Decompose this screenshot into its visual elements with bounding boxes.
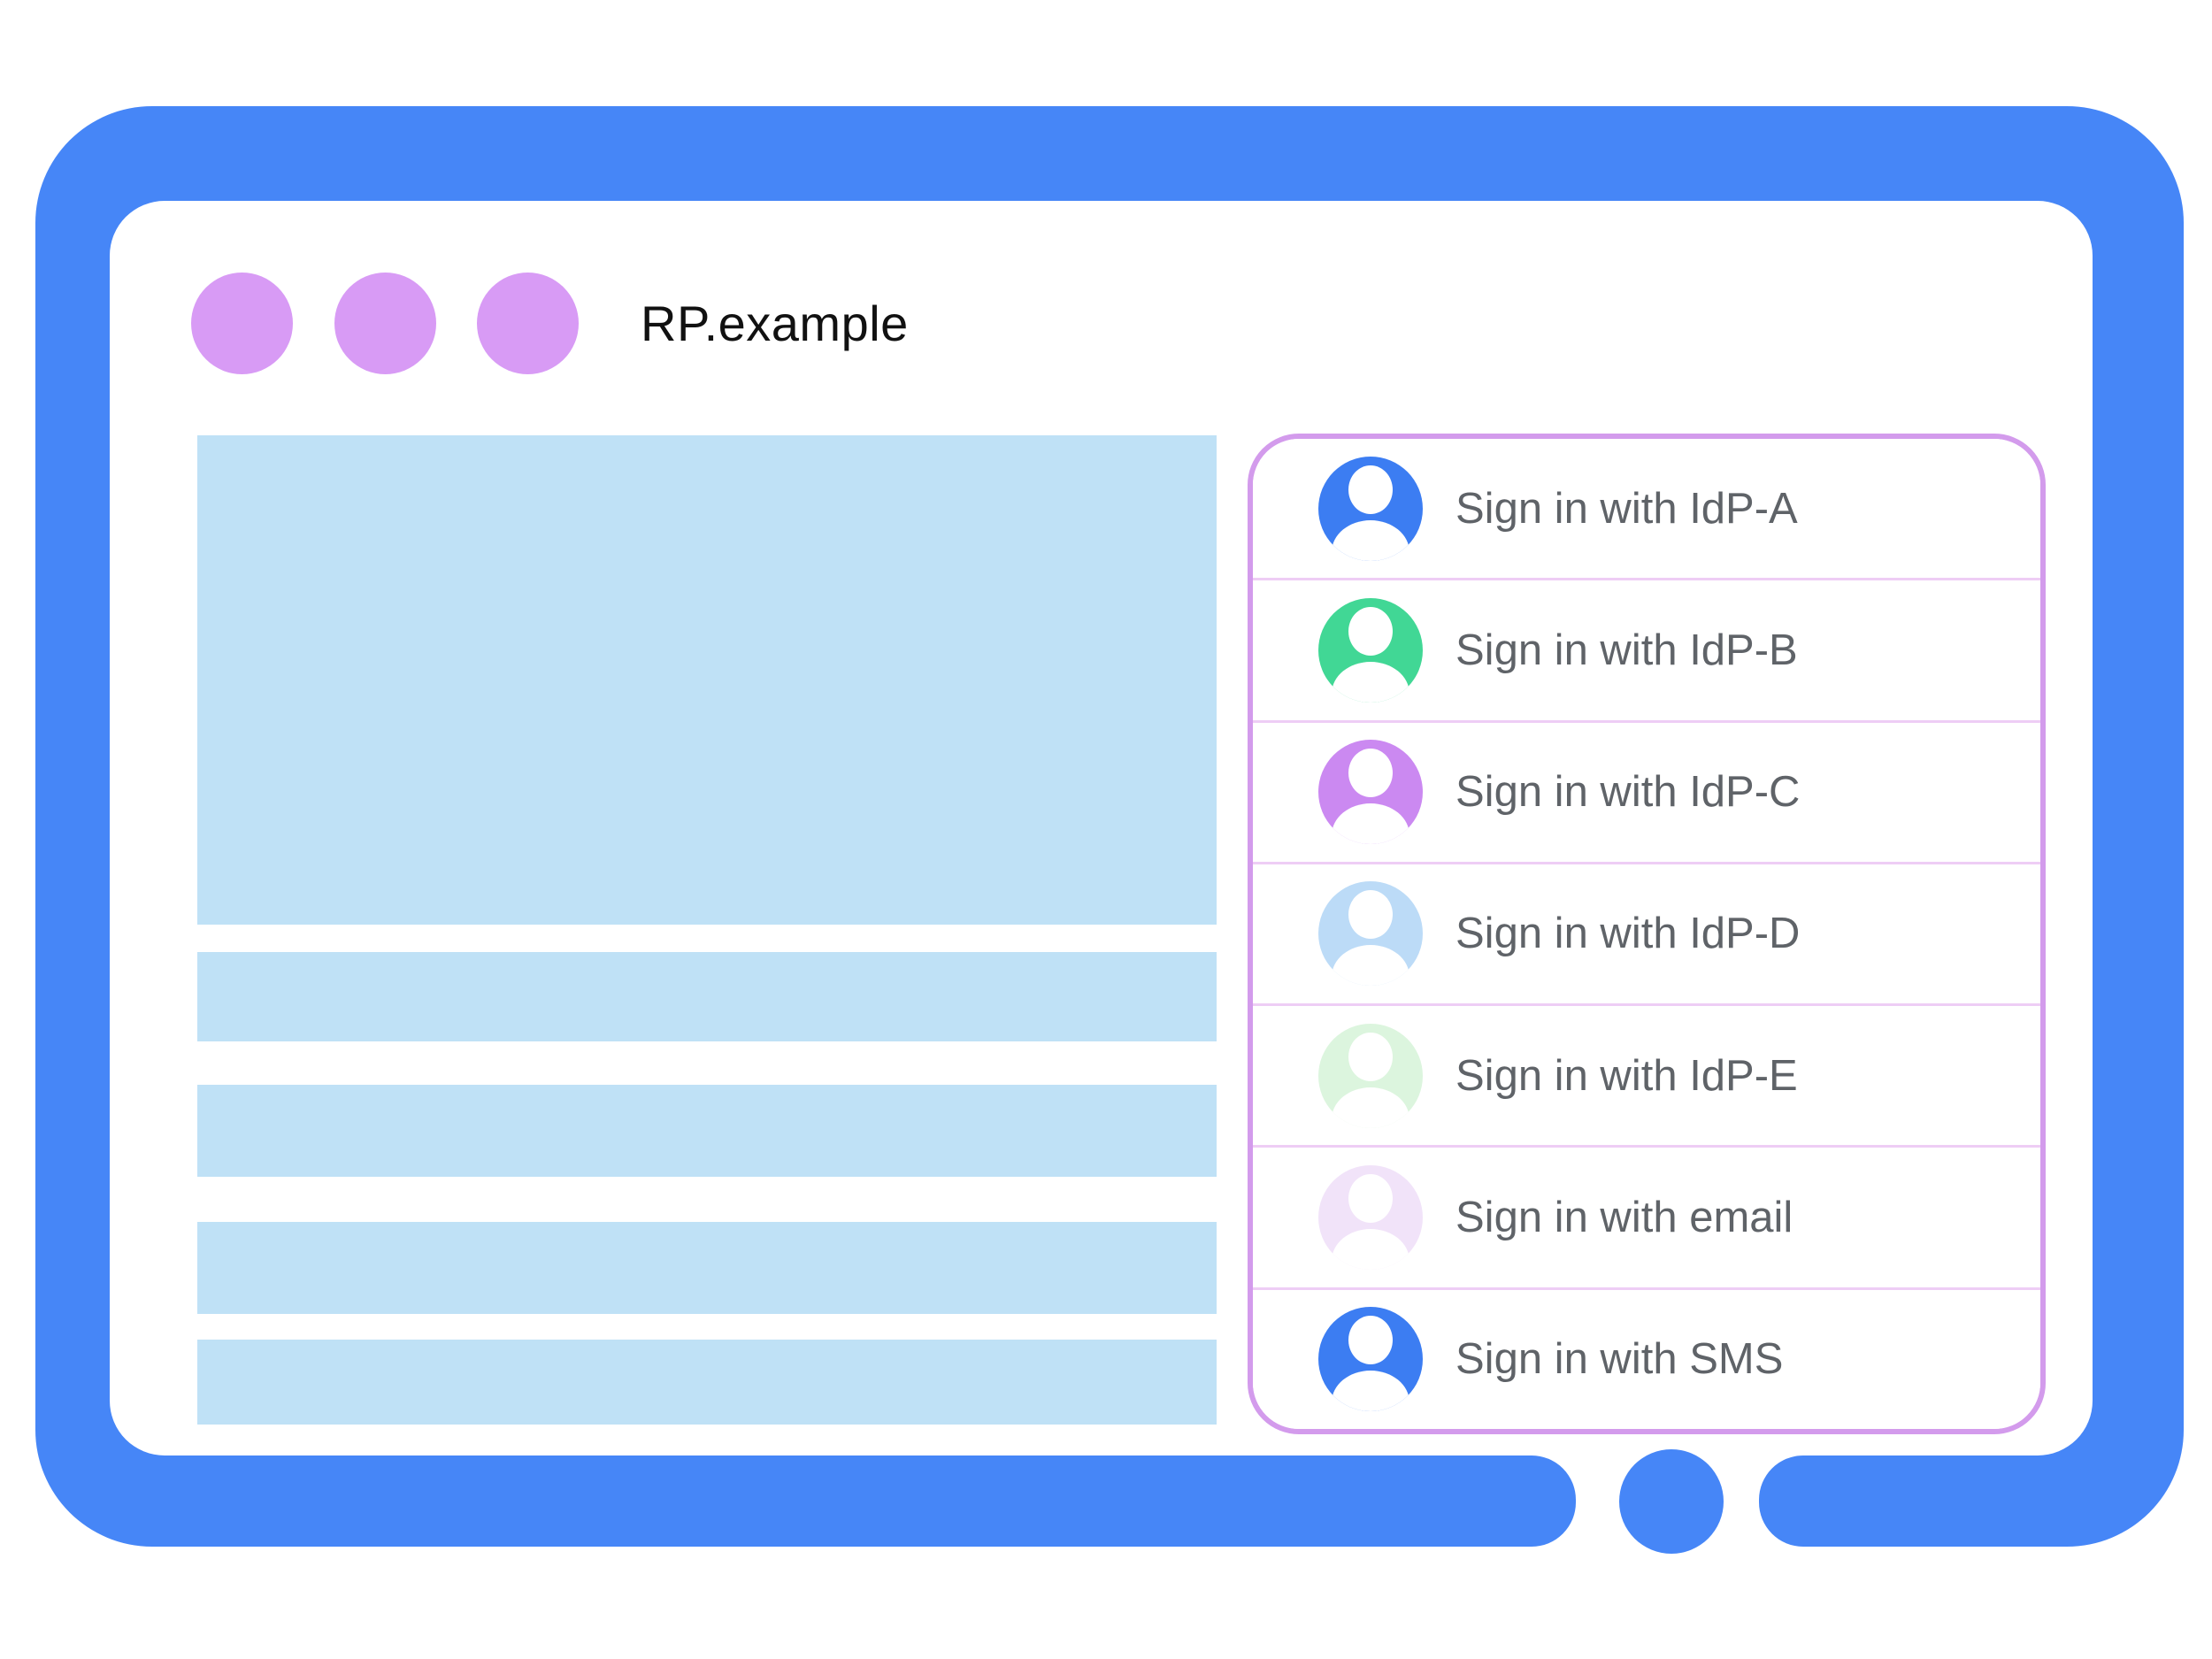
site-url-label: RP.example xyxy=(641,296,909,351)
person-torso xyxy=(1332,803,1409,845)
person-head xyxy=(1348,1316,1393,1365)
signin-panel: Sign in with IdP-A Sign in with IdP-B Si… xyxy=(1248,434,2046,1434)
person-head xyxy=(1348,465,1393,514)
signin-option-idp-b[interactable]: Sign in with IdP-B xyxy=(1253,580,2040,723)
person-torso xyxy=(1332,1087,1409,1128)
person-avatar-icon xyxy=(1318,881,1423,987)
window-control-dot-3[interactable] xyxy=(477,273,579,374)
person-torso xyxy=(1332,1371,1409,1412)
person-avatar-icon xyxy=(1318,1307,1423,1412)
content-placeholder-line xyxy=(197,952,1217,1041)
person-head xyxy=(1348,1032,1393,1081)
signin-option-label: Sign in with IdP-A xyxy=(1455,484,1798,533)
signin-option-label: Sign in with IdP-B xyxy=(1455,626,1798,674)
person-avatar-icon xyxy=(1318,740,1423,845)
content-placeholder-line xyxy=(197,1340,1217,1425)
person-avatar-icon xyxy=(1318,597,1423,703)
content-placeholder-line xyxy=(197,1222,1217,1314)
signin-option-label: Sign in with IdP-C xyxy=(1455,768,1801,817)
content-placeholder-hero xyxy=(197,435,1217,925)
home-button[interactable] xyxy=(1619,1449,1724,1554)
person-torso xyxy=(1332,945,1409,987)
signin-option-idp-e[interactable]: Sign in with IdP-E xyxy=(1253,1006,2040,1148)
signin-option-label: Sign in with SMS xyxy=(1455,1335,1784,1384)
signin-option-idp-c[interactable]: Sign in with IdP-C xyxy=(1253,722,2040,864)
signin-option-idp-d[interactable]: Sign in with IdP-D xyxy=(1253,864,2040,1007)
person-avatar-icon xyxy=(1318,1023,1423,1128)
frame-bottom-bar-left-end xyxy=(1442,1455,1576,1547)
person-head xyxy=(1348,606,1393,656)
frame-bottom-bar-right-end xyxy=(1759,1455,1893,1547)
signin-option-sms[interactable]: Sign in with SMS xyxy=(1253,1289,2040,1429)
window-control-dot-1[interactable] xyxy=(191,273,293,374)
person-head xyxy=(1348,1174,1393,1224)
person-torso xyxy=(1332,661,1409,703)
signin-option-label: Sign in with IdP-D xyxy=(1455,910,1801,958)
person-avatar-icon xyxy=(1318,1165,1423,1271)
signin-option-label: Sign in with IdP-E xyxy=(1455,1051,1798,1100)
signin-option-label: Sign in with email xyxy=(1455,1194,1793,1242)
signin-option-email[interactable]: Sign in with email xyxy=(1253,1148,2040,1290)
content-placeholder-line xyxy=(197,1085,1217,1177)
signin-option-idp-a[interactable]: Sign in with IdP-A xyxy=(1253,439,2040,581)
person-torso xyxy=(1332,1229,1409,1271)
person-avatar-icon xyxy=(1318,456,1423,561)
person-head xyxy=(1348,890,1393,940)
person-head xyxy=(1348,749,1393,798)
window-control-dot-2[interactable] xyxy=(334,273,436,374)
person-torso xyxy=(1332,519,1409,561)
